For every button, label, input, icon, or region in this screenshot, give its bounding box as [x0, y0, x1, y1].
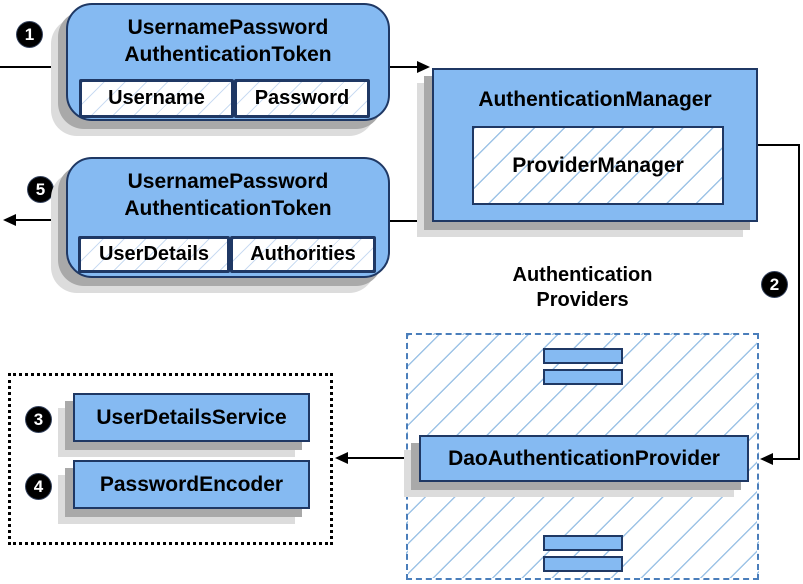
request-token-title: UsernamePassword AuthenticationToken	[68, 14, 388, 68]
user-details-service-box: UserDetailsService	[73, 393, 310, 442]
authentication-manager-box: AuthenticationManager ProviderManager	[432, 68, 758, 222]
result-token-title-line1: UsernamePassword	[127, 170, 329, 193]
password-encoder-box: PasswordEncoder	[73, 460, 310, 509]
provider-manager-box: ProviderManager	[472, 126, 724, 205]
result-token-title: UsernamePassword AuthenticationToken	[68, 168, 388, 222]
user-details-field: UserDetails	[78, 236, 230, 273]
providers-label: Authentication Providers	[406, 263, 759, 313]
result-token-box: UsernamePassword AuthenticationToken Use…	[66, 157, 390, 278]
step-4-badge: 4	[26, 474, 51, 499]
authentication-manager-title: AuthenticationManager	[478, 88, 712, 111]
request-token-title-line2: AuthenticationToken	[124, 43, 332, 66]
provider-stack-bottom-1	[543, 535, 623, 551]
provider-stack-top-1	[543, 348, 623, 364]
username-field: Username	[79, 79, 234, 118]
provider-stack-bottom-2	[543, 556, 623, 572]
providers-label-line1: Authentication	[512, 264, 653, 286]
arrowhead-right-icon	[417, 61, 430, 73]
dao-authentication-provider-box: DaoAuthenticationProvider	[419, 435, 749, 482]
arrowhead-left-icon	[760, 453, 773, 465]
step-3-number: 3	[33, 410, 44, 429]
step-2-badge: 2	[762, 272, 787, 297]
step-3-badge: 3	[26, 407, 51, 432]
step-1-badge: 1	[17, 22, 42, 47]
request-token-title-line1: UsernamePassword	[127, 16, 329, 39]
step-5-badge: 5	[28, 177, 53, 202]
request-token-box: UsernamePassword AuthenticationToken Use…	[66, 3, 390, 121]
arrowhead-left-icon	[3, 214, 16, 226]
step-2-number: 2	[769, 275, 780, 294]
flow-line-manager-to-dao	[758, 144, 800, 460]
password-field: Password	[233, 79, 370, 118]
step-1-number: 1	[24, 25, 35, 44]
provider-stack-top-2	[543, 369, 623, 385]
result-token-title-line2: AuthenticationToken	[124, 197, 332, 220]
services-group	[8, 373, 333, 545]
arrowhead-left-icon	[335, 452, 348, 464]
step-4-number: 4	[33, 477, 44, 496]
step-5-number: 5	[35, 180, 46, 199]
providers-label-line2: Providers	[536, 289, 629, 311]
authorities-field: Authorities	[230, 236, 376, 273]
